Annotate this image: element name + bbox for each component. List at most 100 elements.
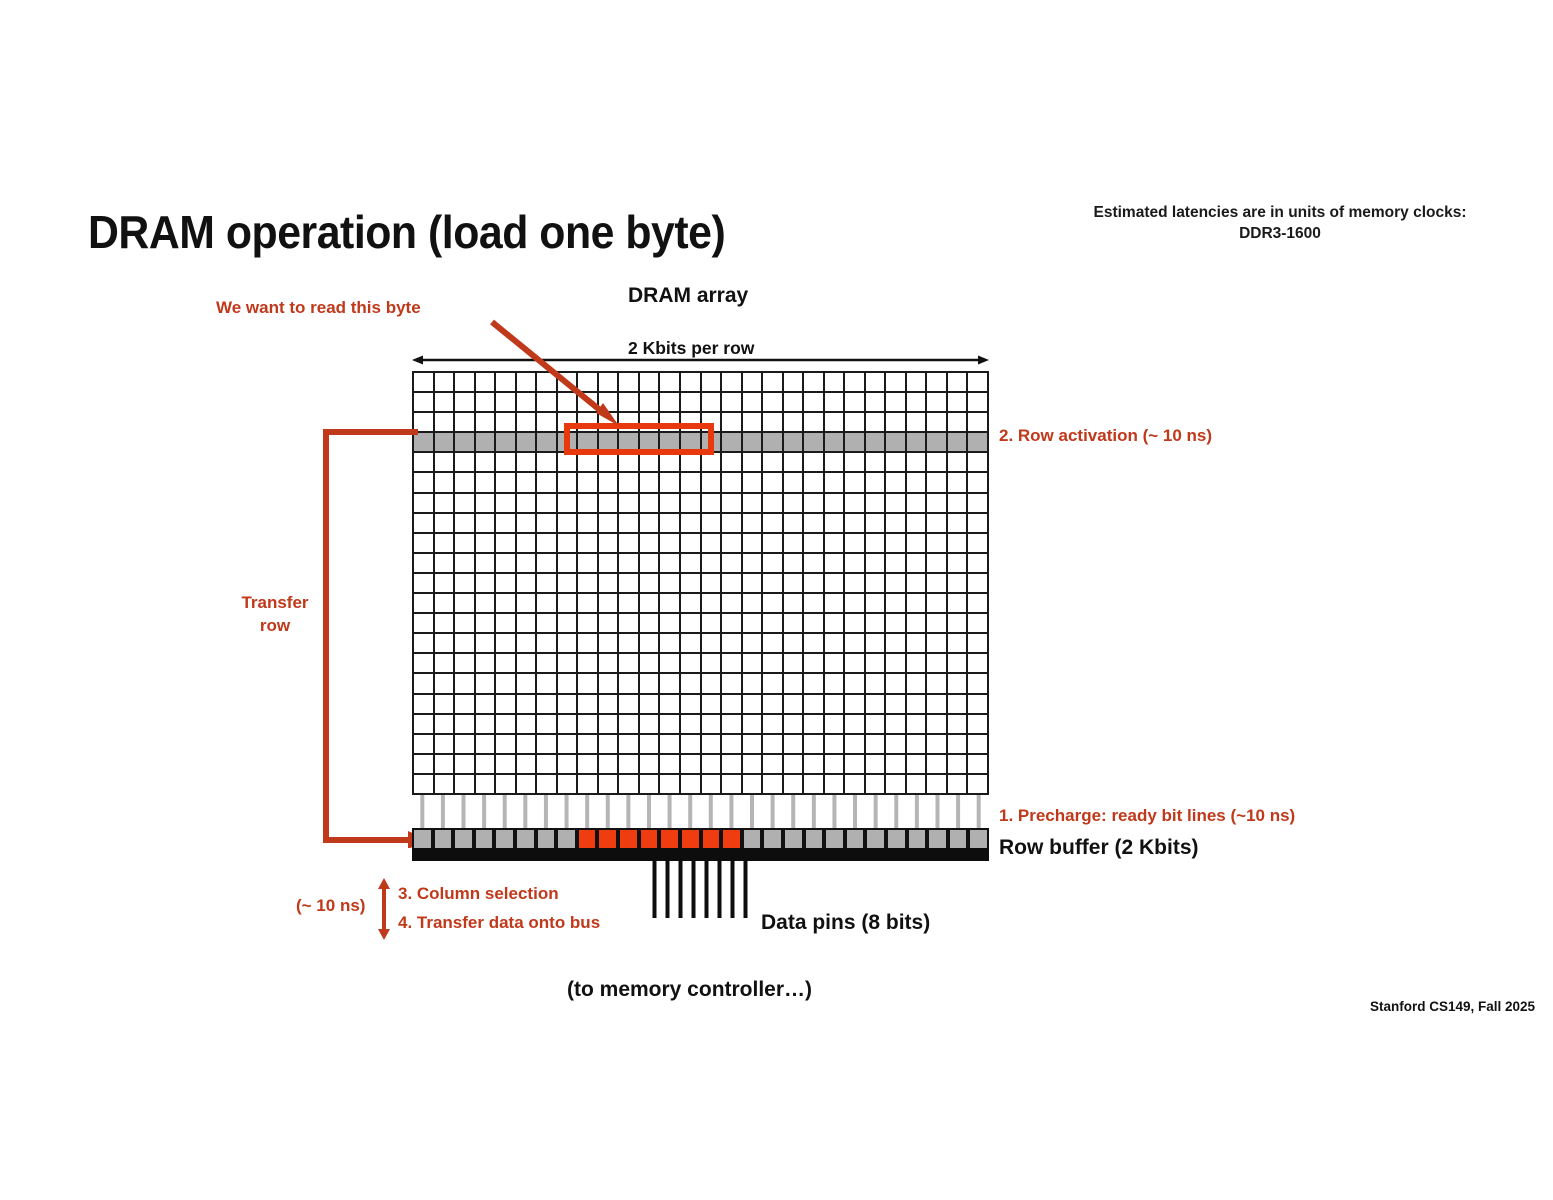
dram-cell [660,533,681,554]
dram-cell [906,493,928,514]
dram-cell [947,714,969,735]
dram-cell [496,413,517,434]
dram-cell [598,453,620,474]
dram-cell-active [865,433,887,454]
dram-cell [434,373,456,394]
dram-cell [598,754,620,775]
dram-cell [783,473,805,494]
dram-cell [414,714,435,735]
dram-cell [968,393,989,414]
dram-cell [619,594,640,615]
dram-cell [906,754,928,775]
dram-cell [886,533,907,554]
dram-cell [516,594,538,615]
dram-cell [639,774,661,795]
dram-cell [947,594,969,615]
dram-cell [722,594,743,615]
dram-cell [475,634,497,655]
dram-cell [886,413,907,434]
dram-cell [516,453,538,474]
dram-cell [414,533,435,554]
dram-cell [578,473,599,494]
dram-cell [886,453,907,474]
dram-cell [722,754,743,775]
dram-cell [906,734,928,755]
dram-cell [455,774,476,795]
dram-cell [824,734,846,755]
data-pin-lines [648,858,752,918]
dram-cell [537,553,558,574]
dram-cell [455,614,476,635]
dram-cell [722,573,743,595]
dram-cell [660,493,681,514]
dram-cell [496,573,517,595]
dram-cell [680,694,702,715]
dram-cell [701,614,723,635]
dram-cell [434,774,456,795]
row-buffer-cell-selected [597,828,619,850]
row-buffer-cell-selected [700,828,722,850]
dram-cell [557,634,579,655]
dram-cell [968,614,989,635]
dram-cell [763,754,784,775]
dram-cell [968,754,989,775]
row-buffer-cell [885,828,907,850]
dram-cell [537,573,558,595]
dram-cell [557,573,579,595]
dram-cell [763,553,784,574]
dram-cell [475,453,497,474]
dram-cell [516,573,538,595]
slide-footer: Stanford CS149, Fall 2025 [1370,999,1536,1014]
dram-cell [578,694,599,715]
dram-cell [598,674,620,695]
dram-cell [865,754,887,775]
dram-cell [516,754,538,775]
dram-cell [475,473,497,494]
row-buffer-cell-selected [638,828,660,850]
dram-cell [619,533,640,554]
dram-cell [598,654,620,675]
dram-cell [578,734,599,755]
dram-cell [680,533,702,554]
dram-cell [537,413,558,434]
dram-cell [906,694,928,715]
dram-cell [824,614,846,635]
dram-cell [434,734,456,755]
dram-cell [434,674,456,695]
row-buffer-cell [947,828,969,850]
dram-cell [680,473,702,494]
dram-cell [742,734,764,755]
dram-cell [865,533,887,554]
dram-cell [619,393,640,414]
dram-cell [865,674,887,695]
dram-cell [516,634,538,655]
dram-cell [619,634,640,655]
row-width-arrow [412,353,989,365]
dram-cell [578,654,599,675]
dram-cell [414,393,435,414]
dram-cell [557,754,579,775]
row-buffer-label: Row buffer (2 Kbits) [999,836,1199,859]
dram-cell [619,774,640,795]
dram-cell [927,413,948,434]
dram-cell [906,533,928,554]
dram-cell [496,393,517,414]
dram-cell [927,714,948,735]
dram-cell [619,473,640,494]
dram-cell [742,533,764,554]
dram-cell [639,674,661,695]
dram-cell [660,453,681,474]
dram-cell [598,774,620,795]
dram-cell [639,654,661,675]
dram-cell [804,714,825,735]
dram-cell [886,573,907,595]
dram-cell [639,493,661,514]
dram-cell [414,373,435,394]
dram-cell [680,654,702,675]
dram-cell [865,453,887,474]
dram-cell [434,694,456,715]
bit-lines [412,795,989,828]
dram-cell [455,533,476,554]
dram-cell [701,493,723,514]
dram-cell [742,473,764,494]
